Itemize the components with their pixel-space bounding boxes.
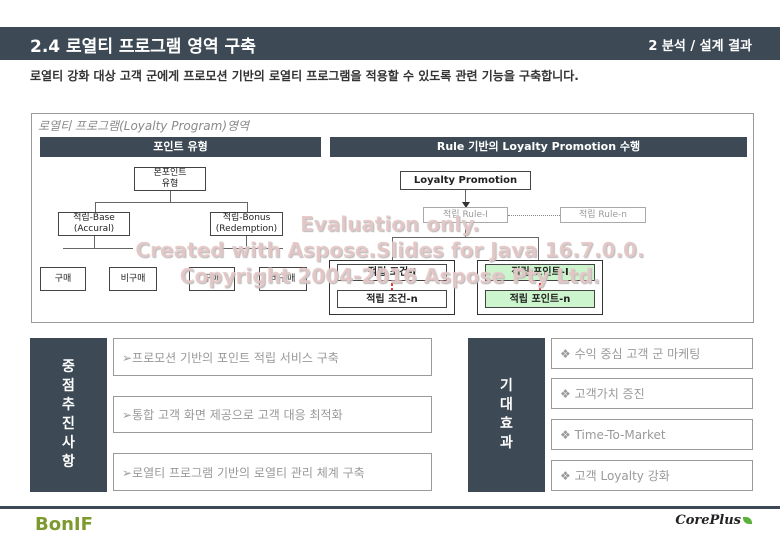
effects-char: 대 (500, 397, 513, 413)
key-task-item: ➢로열티 프로그램 기반의 로열티 관리 체계 구축 (113, 453, 432, 491)
key-tasks-label: 중 점 추 진 사 항 (30, 338, 107, 492)
tree-connector (94, 236, 95, 248)
point-base-line2: (Accural) (73, 224, 115, 234)
leaf-nonpurchase-base: 비구매 (109, 267, 157, 291)
program-area-label: 로열티 프로그램(Loyalty Program)영역 (38, 119, 250, 133)
key-task-item: ➢프로모션 기반의 포인트 적립 서비스 구축 (113, 338, 432, 376)
leaf-nonpurchase-bonus: 비구매 (259, 267, 307, 291)
section-label: 2 분석 / 설계 결과 (648, 39, 752, 54)
condition-1-box: 적립 조건-I (337, 264, 447, 281)
tree-connector (392, 237, 538, 238)
point-base-box: 적립-Base (Accural) (58, 212, 130, 236)
coreplus-logo: CorePlus (675, 513, 752, 528)
effect-item: ❖ 고객가치 증진 (551, 378, 753, 409)
effects-char: 효 (500, 416, 513, 432)
key-tasks-char: 진 (62, 416, 75, 432)
page-subtitle: 로열티 강화 대상 고객 군에게 프로모션 기반의 로열티 프로그램을 적용할 … (30, 69, 579, 83)
rule-promotion-bar: Rule 기반의 Loyalty Promotion 수행 (330, 137, 747, 157)
tree-connector (392, 237, 393, 260)
leaf-purchase-bonus: 구매 (189, 267, 235, 291)
coreplus-logo-text: CorePlus (675, 513, 741, 528)
point-type-root-line1: 본포인트 (153, 168, 187, 178)
tree-connector (246, 236, 247, 248)
rule-n-box: 적립 Rule-n (560, 207, 646, 223)
header: 2.4 로열티 프로그램 영역 구축 2 분석 / 설계 결과 (0, 0, 780, 60)
watermark-line: Copyright 2004-2016 Aspose Pty Ltd. (179, 264, 601, 288)
tree-connector (247, 202, 248, 212)
leaf-purchase-base: 구매 (40, 267, 86, 291)
key-tasks-char: 점 (62, 378, 75, 394)
arrow-line (465, 190, 466, 207)
point-bonus-box: 적립-Bonus (Redemption) (210, 212, 283, 236)
effects-char: 기 (500, 378, 513, 394)
page-title: 2.4 로열티 프로그램 영역 구축 (30, 37, 256, 57)
bonif-logo: BonIF (35, 514, 93, 535)
ellipsis-dot (391, 288, 393, 291)
tree-connector (95, 202, 96, 212)
header-bar (0, 27, 780, 60)
point-1-box: 적립 포인트-I (485, 264, 595, 281)
point-bonus-line2: (Redemption) (215, 224, 278, 234)
effect-item: ❖ 수익 중심 고객 군 마케팅 (551, 338, 753, 369)
tree-connector (170, 191, 171, 202)
condition-n-box: 적립 조건-n (337, 290, 447, 308)
effect-item: ❖ Time-To-Market (551, 419, 753, 450)
key-task-item: ➢통합 고객 화면 제공으로 고객 대응 최적화 (113, 396, 432, 433)
point-n-box: 적립 포인트-n (485, 290, 595, 308)
watermark-line: Created with Aspose.Slides for Java 16.7… (135, 238, 645, 262)
point-base-line1: 적립-Base (73, 213, 115, 223)
point-type-root: 본포인트 유형 (134, 167, 206, 191)
effect-item: ❖ 고객 Loyalty 강화 (551, 460, 753, 491)
leaf-icon (743, 517, 752, 524)
rule-1-box: 적립 Rule-I (423, 207, 508, 223)
tree-connector (95, 202, 247, 203)
arrow-down-icon (462, 202, 470, 208)
key-tasks-char: 항 (62, 454, 75, 470)
key-tasks-char: 중 (62, 359, 75, 375)
footer-divider (0, 506, 780, 509)
point-bonus-line1: 적립-Bonus (222, 213, 271, 223)
ellipsis-dot (539, 283, 541, 286)
point-type-root-line2: 유형 (161, 179, 179, 189)
effects-label: 기 대 효 과 (468, 338, 545, 492)
tree-connector (538, 237, 539, 260)
ellipsis-dot (391, 283, 393, 286)
key-tasks-char: 사 (62, 435, 75, 451)
point-type-bar: 포인트 유형 (40, 137, 321, 157)
rule-dotted-link (508, 215, 560, 216)
key-tasks-char: 추 (62, 397, 75, 413)
tree-connector (213, 248, 283, 249)
watermark-line: Evaluation only. (300, 212, 480, 236)
tree-connector (465, 223, 466, 237)
ellipsis-dot (539, 288, 541, 291)
tree-connector (63, 248, 133, 249)
loyalty-program-area: 로열티 프로그램(Loyalty Program)영역 포인트 유형 Rule … (31, 113, 754, 323)
loyalty-promotion-box: Loyalty Promotion (400, 171, 531, 190)
effects-char: 과 (500, 435, 513, 451)
